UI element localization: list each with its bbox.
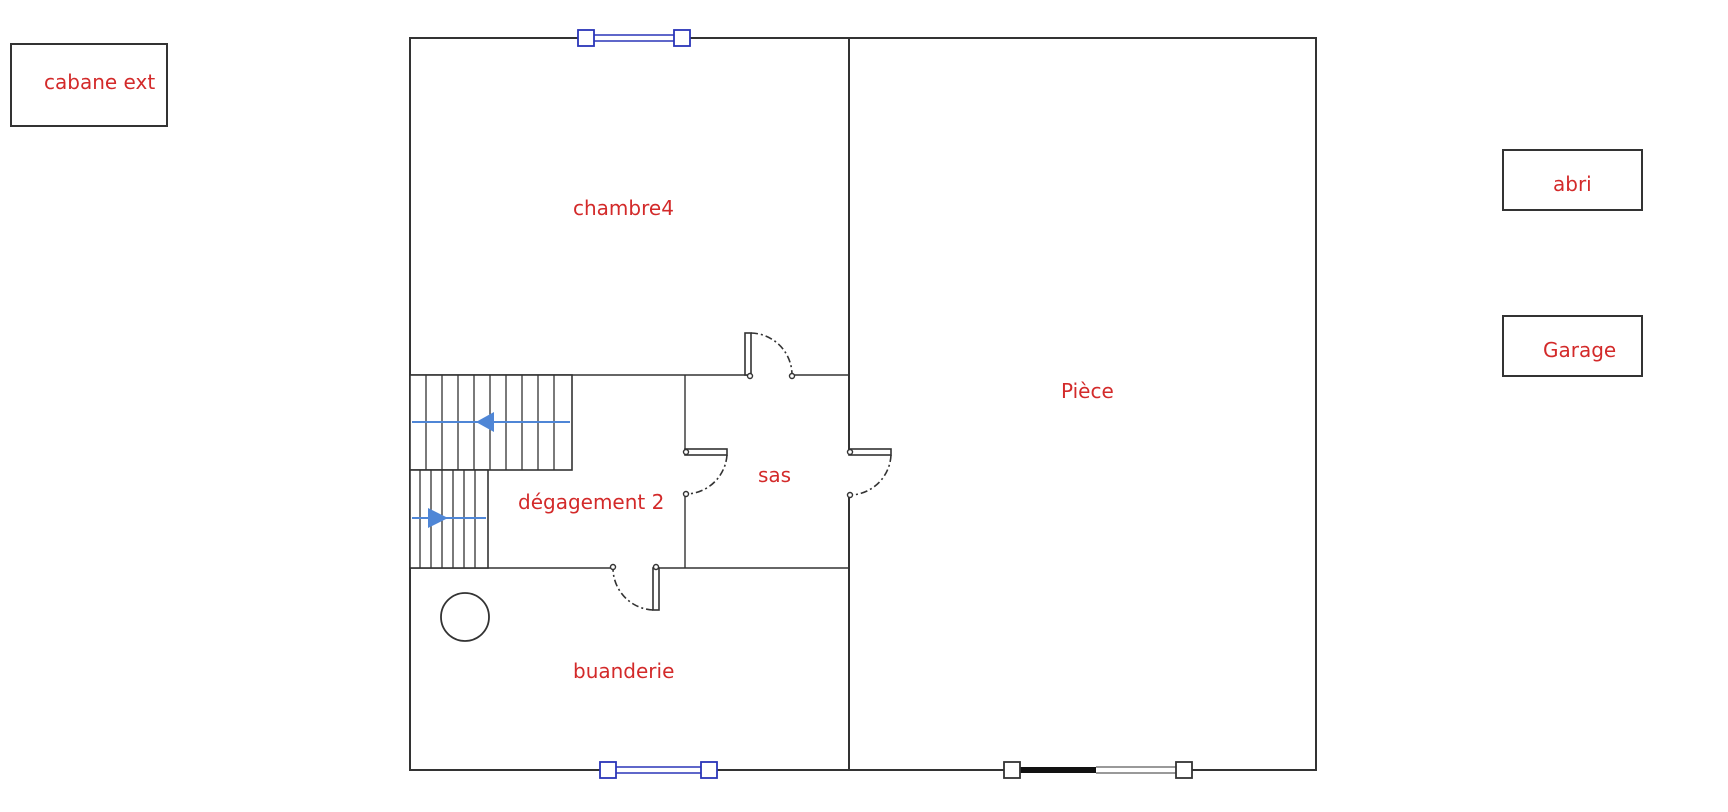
cabane-ext-label: cabane ext — [44, 70, 155, 94]
room-label-sas: sas — [758, 463, 791, 487]
outbuilding-garage: Garage — [1502, 315, 1643, 377]
garage-label: Garage — [1543, 338, 1616, 362]
window-chambre4 — [577, 29, 691, 47]
staircase-lower — [409, 469, 489, 569]
room-label-chambre4: chambre4 — [573, 196, 674, 220]
door-buanderie — [609, 563, 660, 611]
round-appliance-icon — [440, 592, 490, 642]
stair-down-arrow-icon — [476, 412, 494, 432]
door-chambre4 — [744, 332, 796, 380]
room-label-degagement: dégagement 2 — [518, 490, 664, 514]
room-label-buanderie: buanderie — [573, 659, 674, 683]
door-sas-left — [682, 448, 728, 498]
window-buanderie — [599, 761, 718, 779]
door-piece — [846, 448, 892, 499]
room-label-piece: Pièce — [1061, 379, 1114, 403]
stair-up-arrow-icon — [428, 508, 448, 528]
staircase-upper — [409, 374, 573, 471]
outbuilding-abri: abri — [1502, 149, 1643, 211]
abri-label: abri — [1553, 172, 1592, 196]
outbuilding-cabane-ext: cabane ext — [10, 43, 168, 127]
sliding-door-piece — [1003, 761, 1193, 779]
